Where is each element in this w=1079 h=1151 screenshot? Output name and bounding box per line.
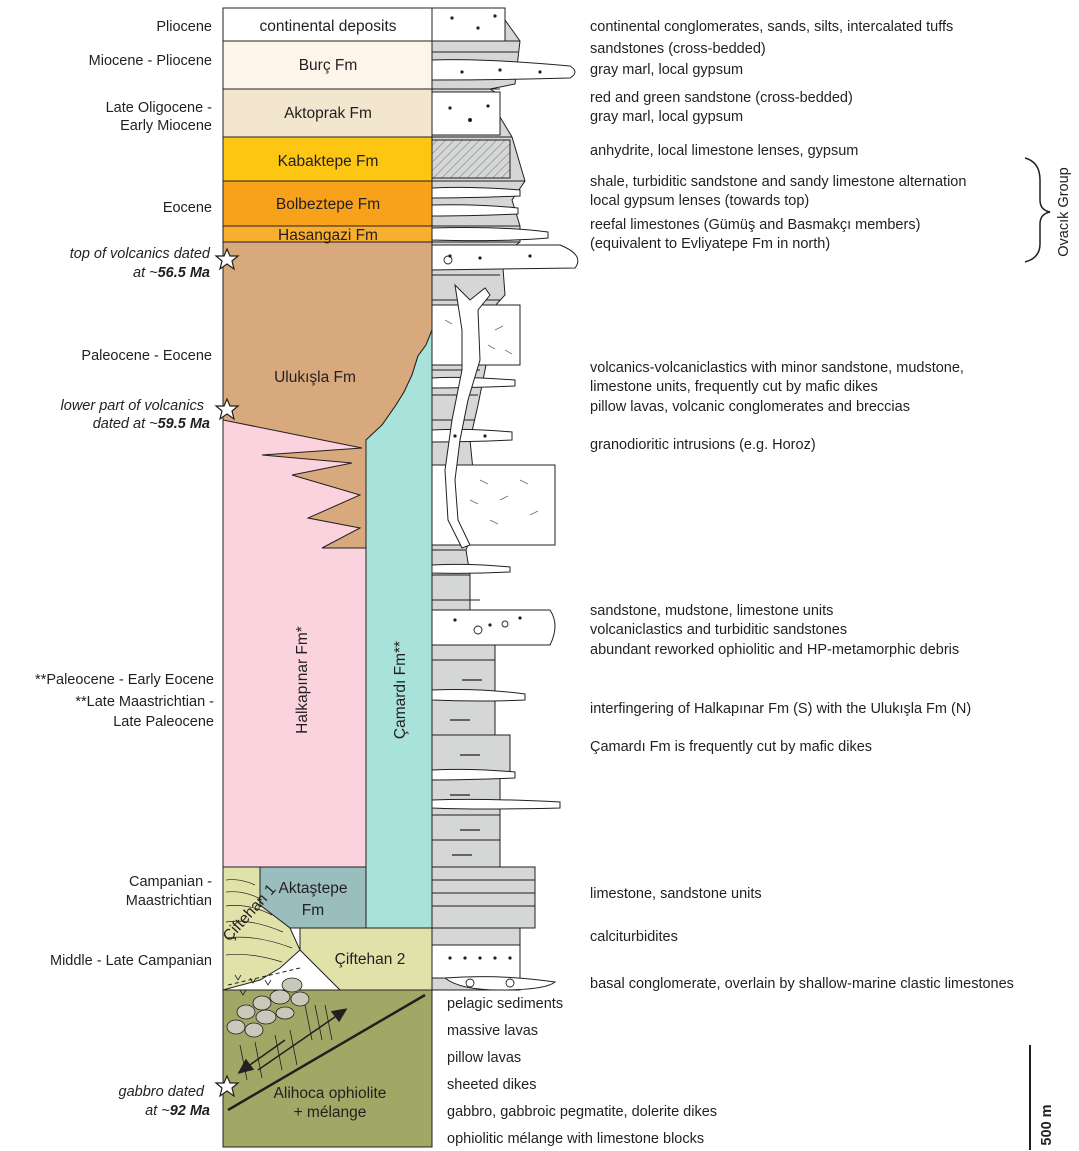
lith-27: gabbro, gabbroic pegmatite, dolerite dik…: [447, 1104, 717, 1120]
lith-3: gray marl, local gypsum: [590, 62, 743, 78]
lith-16: volcaniclastics and turbiditic sandstone…: [590, 622, 847, 638]
date-gabbro-line1: gabbro dated: [119, 1084, 205, 1100]
lith-11: volcanics-volcaniclastics with minor san…: [590, 360, 964, 376]
age-paleo-eocene: Paleocene - Eocene: [81, 348, 212, 364]
age-late-maas: **Late Maastrichtian -: [75, 694, 214, 710]
lith-10: (equivalent to Evliyatepe Fm in north): [590, 236, 830, 252]
date-top-line2: at ~56.5 Ma: [133, 265, 210, 281]
label-alihoca-1: Alihoca ophiolite: [274, 1085, 387, 1102]
age-paleo-early-eocene: **Paleocene - Early Eocene: [35, 672, 214, 688]
date-lower-line1: lower part of volcanics: [61, 398, 204, 414]
age-maastrichtian: Maastrichtian: [126, 893, 212, 909]
label-camardi: Çamardı Fm**: [392, 641, 409, 739]
formation-column: [223, 8, 432, 1147]
label-bolbeztepe: Bolbeztepe Fm: [276, 196, 380, 213]
lith-2: sandstones (cross-bedded): [590, 41, 766, 57]
label-aktastepe-1: Aktaştepe: [279, 880, 348, 897]
label-alihoca-2: + mélange: [294, 1104, 367, 1121]
age-early-mio: Early Miocene: [120, 118, 212, 134]
lith-1: continental conglomerates, sands, silts,…: [590, 19, 953, 35]
date-gabbro-line2: at ~92 Ma: [145, 1103, 210, 1119]
scale-bar-label: 500 m: [1039, 1104, 1055, 1145]
label-burc: Burç Fm: [299, 57, 358, 74]
lith-5: gray marl, local gypsum: [590, 109, 743, 125]
lith-8: local gypsum lenses (towards top): [590, 193, 809, 209]
age-late-oligo: Late Oligocene -: [106, 100, 213, 116]
lith-21: calciturbidites: [590, 929, 678, 945]
lith-26: sheeted dikes: [447, 1077, 536, 1093]
ovacik-group-label: Ovacık Group: [1056, 167, 1072, 256]
ovacik-group-brace: Ovacık Group: [1025, 158, 1072, 262]
age-campanian: Campanian -: [129, 874, 212, 890]
label-aktastepe-2: Fm: [302, 902, 324, 919]
label-halkapinar: Halkapınar Fm*: [294, 626, 311, 734]
lith-22: basal conglomerate, overlain by shallow-…: [590, 976, 1014, 992]
age-pliocene: Pliocene: [156, 19, 212, 35]
lith-24: massive lavas: [447, 1023, 538, 1039]
lith-25: pillow lavas: [447, 1050, 521, 1066]
date-top-line1: top of volcanics dated: [70, 246, 211, 262]
age-mio-plio: Miocene - Pliocene: [89, 53, 212, 69]
label-ciftehan2: Çiftehan 2: [335, 951, 406, 968]
lith-4: red and green sandstone (cross-bedded): [590, 90, 853, 106]
age-labels: Pliocene Miocene - Pliocene Late Oligoce…: [35, 19, 214, 969]
lith-9: reefal limestones (Gümüş and Basmakçı me…: [590, 217, 920, 233]
lith-15: sandstone, mudstone, limestone units: [590, 603, 833, 619]
curly-brace: [1025, 158, 1050, 262]
date-lower-line2: dated at ~59.5 Ma: [93, 416, 210, 432]
lith-18: interfingering of Halkapınar Fm (S) with…: [590, 701, 971, 717]
label-continental: continental deposits: [259, 18, 396, 35]
lith-19: Çamardı Fm is frequently cut by mafic di…: [590, 739, 872, 755]
label-aktoprak: Aktoprak Fm: [284, 105, 372, 122]
lith-17: abundant reworked ophiolitic and HP-meta…: [590, 642, 959, 658]
lith-20: limestone, sandstone units: [590, 886, 762, 902]
lith-28: ophiolitic mélange with limestone blocks: [447, 1131, 704, 1147]
label-kabaktepe: Kabaktepe Fm: [278, 153, 379, 170]
age-eocene: Eocene: [163, 200, 212, 216]
age-mid-late-campanian: Middle - Late Campanian: [50, 953, 212, 969]
lith-7: shale, turbiditic sandstone and sandy li…: [590, 174, 966, 190]
label-hasangazi: Hasangazi Fm: [278, 227, 378, 244]
lith-13: pillow lavas, volcanic conglomerates and…: [590, 399, 910, 415]
lithologic-column: [432, 8, 578, 990]
lith-23: pelagic sediments: [447, 996, 563, 1012]
label-ulukisla: Ulukışla Fm: [274, 369, 356, 386]
lith-12: limestone units, frequently cut by mafic…: [590, 379, 878, 395]
scale-bar: 500 m: [1030, 1045, 1055, 1150]
lithology-descriptions: continental conglomerates, sands, silts,…: [447, 19, 1014, 1147]
age-late-paleocene: Late Paleocene: [113, 714, 214, 730]
lith-6: anhydrite, local limestone lenses, gypsu…: [590, 143, 858, 159]
lith-14: granodioritic intrusions (e.g. Horoz): [590, 437, 816, 453]
